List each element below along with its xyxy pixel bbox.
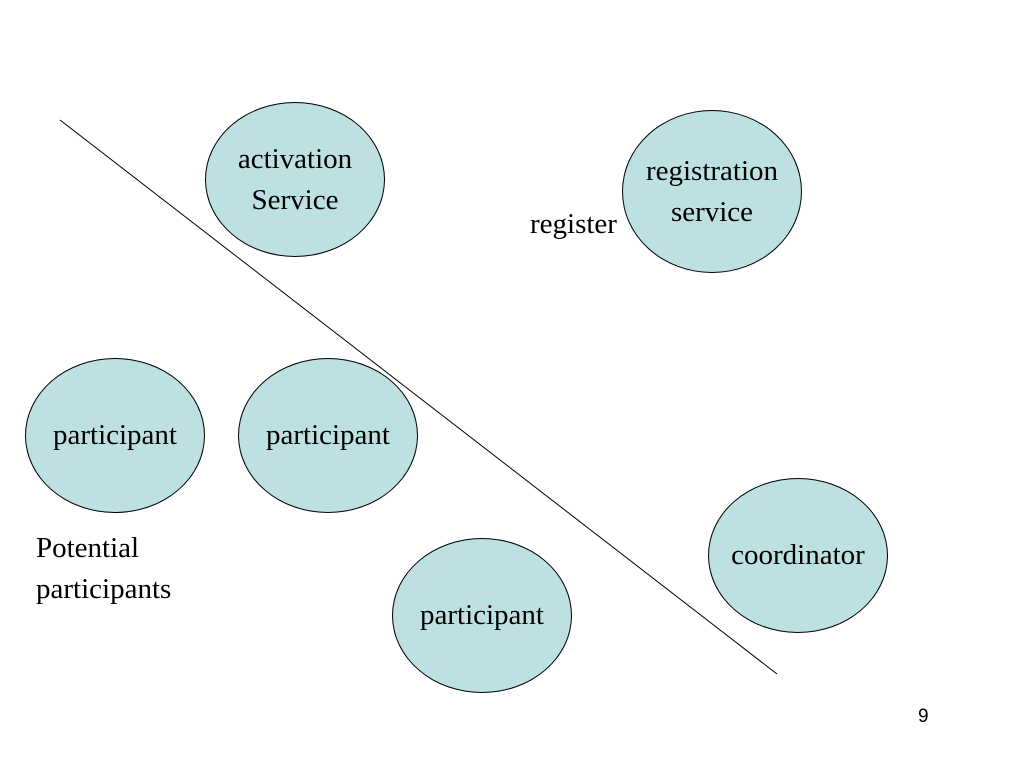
- participant-bottom-node: participant: [392, 538, 572, 693]
- activation-service-label-line1: activation: [237, 142, 353, 175]
- potential-participants-label: Potential participants: [36, 528, 171, 610]
- potential-participants-line2: participants: [36, 573, 172, 605]
- participant-middle-label: participant: [265, 419, 390, 451]
- registration-service-label-line2: service: [670, 195, 754, 228]
- register-label: register: [530, 208, 617, 240]
- participant-bottom-label: participant: [419, 599, 544, 631]
- participant-left-node: participant: [25, 358, 205, 513]
- potential-participants-line1: Potential: [36, 532, 140, 564]
- registration-service-node: registration service: [622, 110, 802, 273]
- activation-service-node: activation Service: [205, 102, 385, 257]
- divider-line: [59, 119, 778, 675]
- participant-left-label: participant: [52, 419, 177, 451]
- page-number: 9: [918, 706, 929, 727]
- coordinator-node: coordinator: [708, 478, 888, 633]
- activation-service-label-line2: Service: [251, 183, 339, 216]
- coordinator-label: coordinator: [731, 539, 865, 571]
- registration-service-label-line1: registration: [645, 154, 779, 187]
- participant-middle-node: participant: [238, 358, 418, 513]
